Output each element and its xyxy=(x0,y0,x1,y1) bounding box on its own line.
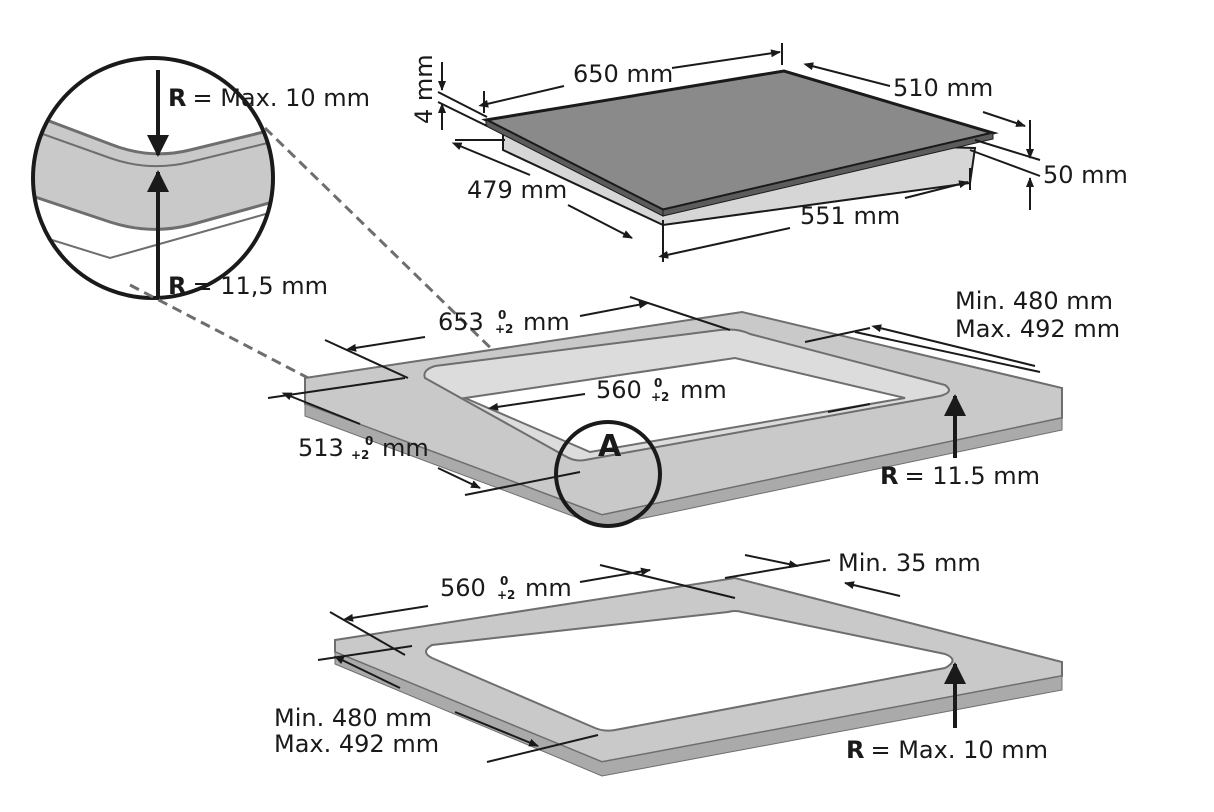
label-glass-thickness: 4 mm xyxy=(410,54,438,124)
cutout-standard: 560 0 +2 mm Min. 35 mm Min. 480 mm Max. … xyxy=(274,549,1063,777)
dim-line-standard-width xyxy=(579,567,651,583)
detail-circle xyxy=(31,56,275,300)
inner-cutout xyxy=(461,356,906,454)
dim-line-min-edge xyxy=(844,581,901,597)
dim-line-510 xyxy=(982,111,1026,127)
label-flush-radius: R= 11.5 mm xyxy=(880,462,1040,490)
dim-line-479 xyxy=(567,204,633,239)
label-inner-width-unit: mm xyxy=(680,376,727,404)
ext-line xyxy=(329,611,406,656)
label-detail-outer-radius: R= Max. 10 mm xyxy=(168,84,370,112)
ext-line xyxy=(464,471,581,496)
label-recess-width-lower: +2 xyxy=(495,322,513,336)
label-recess-width-upper: 0 xyxy=(498,308,506,322)
detail-inner-edge xyxy=(33,125,273,168)
dim-line-min-edge xyxy=(744,554,799,569)
ext-line xyxy=(437,91,488,118)
hob-glass-edge-right xyxy=(662,132,994,217)
label-standard-depth-min: Min. 480 mm xyxy=(274,704,432,732)
dim-line-551 xyxy=(904,180,969,199)
ext-line xyxy=(599,564,736,599)
ext-line xyxy=(437,101,488,127)
hob-drawing: 650 mm 510 mm 4 mm 50 mm 479 mm 551 mm xyxy=(410,43,1128,262)
label-inner-width-upper: 0 xyxy=(654,376,662,390)
ext-line xyxy=(324,339,409,379)
label-detail-inner-radius: R= 11,5 mm xyxy=(168,272,328,300)
ext-line xyxy=(827,403,871,413)
label-standard-width: 560 xyxy=(440,574,486,602)
label-inner-depth: 513 xyxy=(298,434,344,462)
dim-line-standard-depth xyxy=(333,656,401,689)
label-base-width: 551 mm xyxy=(800,202,900,230)
label-standard-width-lower: +2 xyxy=(497,588,515,602)
ext-line xyxy=(969,149,1041,177)
label-detail-marker: A xyxy=(598,429,622,464)
dim-line-standard-depth xyxy=(454,711,539,747)
label-hob-width: 650 mm xyxy=(573,60,673,88)
label-standard-width-upper: 0 xyxy=(500,574,508,588)
detail-marker-circle xyxy=(554,420,662,528)
label-recess-width: 653 xyxy=(438,308,484,336)
dim-line-510 xyxy=(803,62,891,87)
dim-line-653 xyxy=(346,336,426,352)
label-recess-width-unit: mm xyxy=(523,308,570,336)
dim-line-650 xyxy=(671,49,781,69)
label-inner-width-lower: +2 xyxy=(651,390,669,404)
label-recess-depth-min: Min. 480 mm xyxy=(955,287,1113,315)
label-base-depth: 479 mm xyxy=(467,176,567,204)
ext-line xyxy=(724,559,831,579)
detail-edge-band xyxy=(33,107,273,231)
dim-line-551 xyxy=(658,227,791,259)
dim-line-650 xyxy=(478,85,565,108)
detail-a: R= Max. 10 mm R= 11,5 mm xyxy=(31,56,587,514)
label-inner-depth-upper: 0 xyxy=(365,434,373,448)
label-recess-depth-max: Max. 492 mm xyxy=(955,315,1120,343)
label-inner-depth-lower: +2 xyxy=(351,448,369,462)
dim-line-inner-width xyxy=(488,393,586,411)
label-standard-width-unit: mm xyxy=(525,574,572,602)
label-standard-radius: R= Max. 10 mm xyxy=(846,736,1048,764)
dim-line-inner-depth xyxy=(281,392,361,425)
ext-line xyxy=(854,331,1041,373)
cutout-flush: 653 0 +2 mm Min. 480 mm Max. 492 mm 560 … xyxy=(267,287,1120,528)
label-inner-width: 560 xyxy=(596,376,642,404)
dim-line-inner-depth xyxy=(437,467,481,489)
counter-flush-front xyxy=(304,403,1063,528)
ext-line xyxy=(486,734,599,763)
dim-line-standard-width xyxy=(343,605,429,622)
label-min-edge: Min. 35 mm xyxy=(838,549,981,577)
dim-line-recess-depth xyxy=(871,324,1036,367)
label-hob-depth: 510 mm xyxy=(893,74,993,102)
dim-line-479 xyxy=(451,142,531,176)
label-hob-height: 50 mm xyxy=(1043,161,1128,189)
label-inner-depth-unit: mm xyxy=(382,434,429,462)
dim-line-653 xyxy=(579,300,649,317)
ext-line xyxy=(804,327,871,343)
ext-line xyxy=(317,645,413,661)
label-standard-depth-max: Max. 492 mm xyxy=(274,730,439,758)
